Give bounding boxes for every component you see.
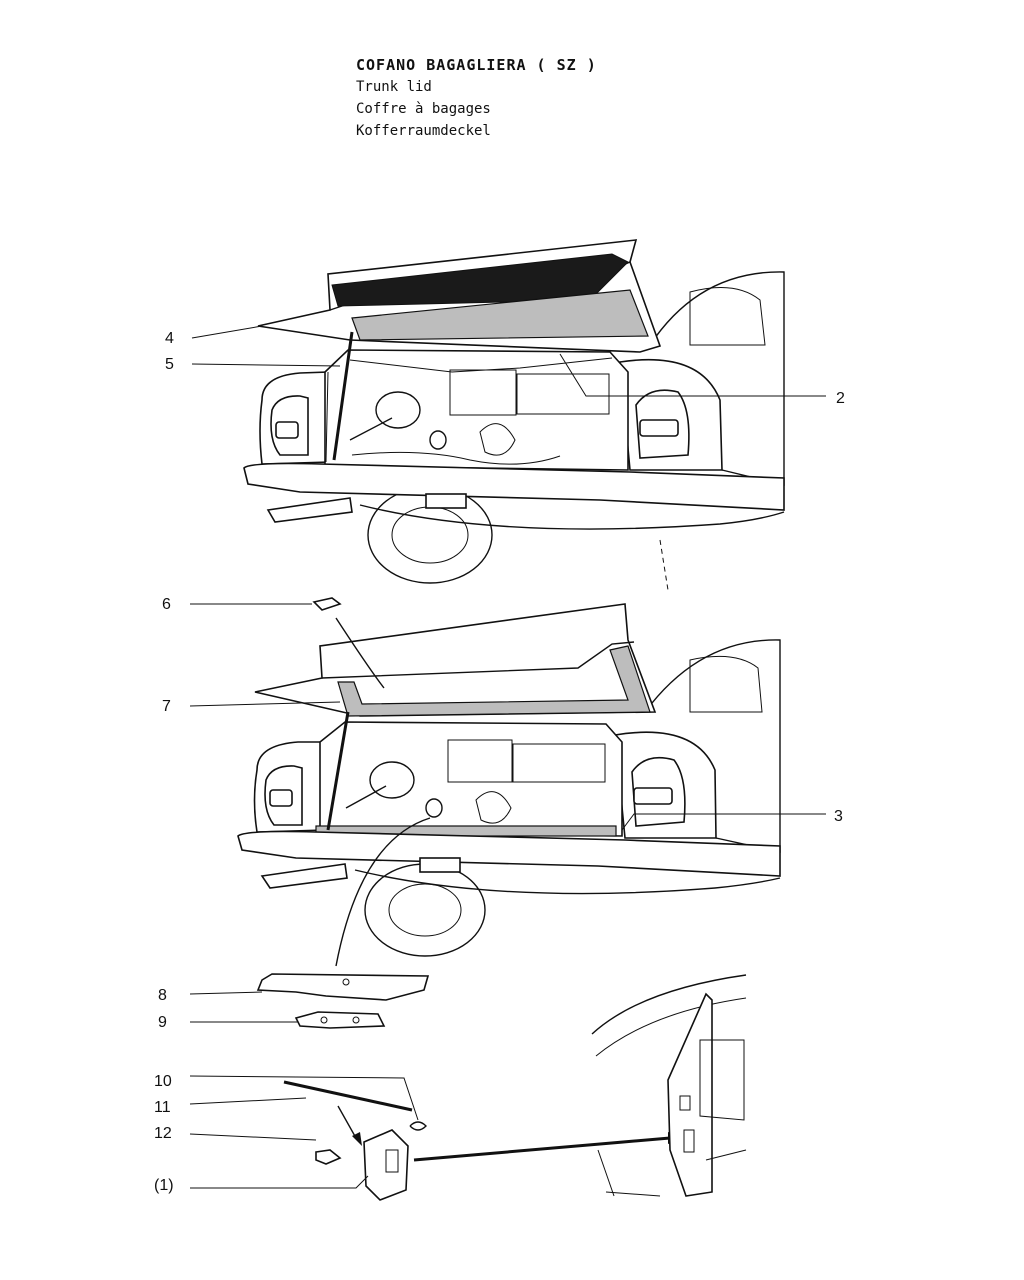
callout-11: 11 [154,1099,171,1116]
diagram-title: COFANO BAGAGLIERA ( SZ ) [356,56,597,74]
upper-lid-inner-panel [351,289,649,341]
callout-3: 3 [834,808,843,825]
title-block: COFANO BAGAGLIERA ( SZ ) Trunk lid Coffr… [356,54,597,142]
callout-10: 10 [154,1073,172,1090]
upper-car-rear-view [243,239,785,591]
upper-rear-bumper [243,462,785,511]
leader-lines [189,325,826,1189]
upper-trunk-opening [324,349,629,471]
lower-car-rear-view [237,603,781,967]
subtitle-german: Kofferraumdeckel [356,123,491,139]
lower-lid-seal [337,645,651,717]
upper-lid-dark-panel [331,253,629,307]
callout-6: 6 [162,596,171,613]
part-8-cover-plate [256,973,430,1001]
callout-5: 5 [165,356,174,373]
subtitle-french: Coffre à bagages [356,101,491,117]
lower-exhaust-pipe [260,863,348,889]
part-10-spring-clip [409,1121,427,1131]
callout-7: 7 [162,698,171,715]
upper-support-strut [332,331,354,461]
lower-trunk-lid [254,603,657,717]
callout-9: 9 [158,1014,167,1031]
callout-4: 4 [165,330,174,347]
callout-12: 12 [154,1125,172,1142]
part-6-clip [312,597,342,611]
callout-2: 2 [836,390,845,407]
door-edge [667,992,713,1197]
part-12-screw [315,1149,342,1165]
callout-labels: 4 5 2 6 7 3 8 9 10 11 12 (1) [154,330,845,1194]
lower-trunk-opening [319,721,623,837]
upper-exhaust-pipe [266,497,353,523]
door-jamb-view [591,974,747,1197]
callout-8: 8 [158,987,167,1004]
lower-rear-wheel [364,863,486,957]
exploded-parts [256,597,684,1201]
part-9-bracket [294,1011,386,1029]
callout-1: (1) [154,1177,174,1194]
part-11-rod [283,1080,413,1112]
subtitle-english: Trunk lid [356,79,432,95]
lower-rear-bumper [237,830,781,877]
lower-support-strut [326,711,350,831]
